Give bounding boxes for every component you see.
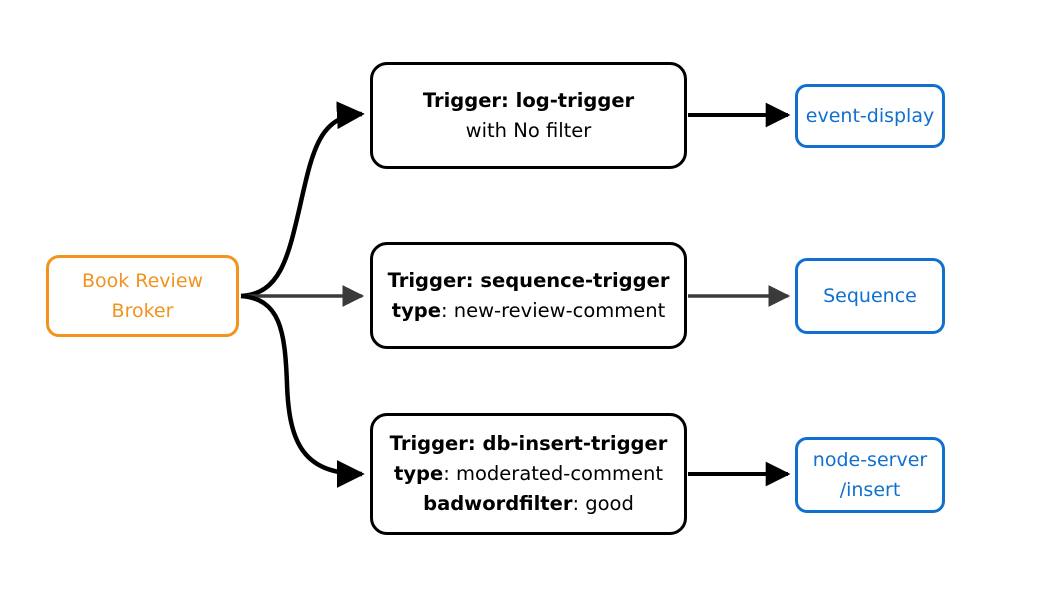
trigger-title-name: db-insert-trigger [482,432,668,455]
node-trigger-db-insert-trigger[interactable]: Trigger: db-insert-trigger type: moderat… [370,413,687,535]
node-sink-event-display[interactable]: event-display [795,84,945,148]
trigger-detail-value: : moderated-comment [443,462,663,485]
trigger-title: Trigger: sequence-trigger [388,266,670,296]
trigger-title-label: Trigger: [387,268,474,292]
trigger-title: Trigger: log-trigger [423,86,634,116]
trigger-title: Trigger: db-insert-trigger [390,429,668,459]
trigger-detail-key: badwordfilter [423,492,573,515]
trigger-detail-value: : good [572,492,634,515]
sink-label-line1: event-display [805,105,935,127]
node-book-review-broker[interactable]: Book Review Broker [46,255,239,337]
trigger-detail-key: type [391,298,441,322]
trigger-title-name: sequence-trigger [480,268,670,292]
trigger-title-spacer [476,432,483,455]
trigger-title-value [509,89,516,112]
trigger-title-label: Trigger: [389,432,476,455]
sink-label-line2: /insert [839,479,901,501]
trigger-detail-value: : new-review-comment [440,298,666,322]
sink-label-line1: node-server [812,449,928,471]
node-trigger-log-trigger[interactable]: Trigger: log-trigger with No filter [370,62,687,169]
trigger-detail-line: with No filter [466,116,592,146]
trigger-detail-line: type: new-review-comment [392,296,666,326]
trigger-detail-value: with No filter [465,118,592,142]
node-sink-sequence[interactable]: Sequence [795,258,945,334]
node-sink-node-server-insert[interactable]: node-server /insert [795,437,945,513]
node-trigger-sequence-trigger[interactable]: Trigger: sequence-trigger type: new-revi… [370,242,687,349]
sink-label-line1: Sequence [823,285,917,307]
trigger-title-name: log-trigger [515,88,635,112]
broker-label-line1: Book Review [81,270,204,292]
edge-broker-to-db-insert-trigger [240,293,365,488]
trigger-detail-line: badwordfilter: good [423,489,634,519]
edge-broker-to-log-trigger [240,101,365,299]
trigger-title-label: Trigger: [422,88,509,112]
trigger-detail-key: type [394,462,444,485]
broker-label-line2: Broker [111,300,174,322]
trigger-detail-line: type: moderated-comment [394,459,663,489]
